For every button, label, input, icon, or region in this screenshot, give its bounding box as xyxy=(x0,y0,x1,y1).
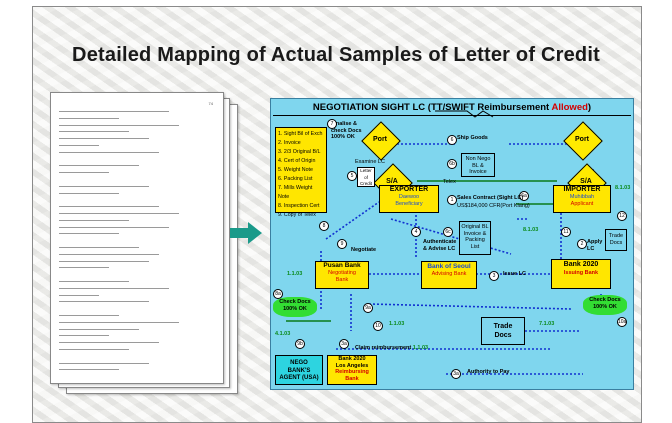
sales-contract-label: Sales Contract (Sight LC) xyxy=(457,195,524,201)
step-8-badge: 8 xyxy=(319,221,329,231)
authority-to-pay-label: Authority to Pay xyxy=(467,369,510,375)
telex-label: Telex xyxy=(443,179,456,185)
checklist-item: 3. 2/3 Original B/L xyxy=(278,149,321,155)
step-5-badge: 5 xyxy=(347,171,357,181)
step-10-badge: 10 xyxy=(373,321,383,331)
diagram-heading: NEGOTIATION SIGHT LC (TT/SWIFT Reimburse… xyxy=(312,102,592,113)
step-10a-badge: 10a xyxy=(617,317,627,327)
ship-goods-label: Ship Goods xyxy=(457,135,488,141)
negotiate-label: Negotiate xyxy=(351,247,377,253)
trade-docs-box: Trade Docs xyxy=(481,317,525,345)
issue-lc-label: Issue LC xyxy=(503,271,526,277)
claim-label: Claim reimbursement 1.1.03 xyxy=(355,345,429,351)
step-9b-badge: 9b xyxy=(295,339,305,349)
checklist-item: 4. Cert of Origin xyxy=(278,158,316,164)
ref-8-1-03-mid: 8.1.03 xyxy=(523,227,539,233)
page-number: 74 xyxy=(208,101,213,106)
step-8a-badge: 8a xyxy=(273,289,283,299)
finalise-label: Finalise & check Docs 100% OK xyxy=(331,121,362,140)
contract-value-label: US$184,000 CFR(Port Klang) xyxy=(457,203,530,209)
checklist-item: 2. Invoice xyxy=(278,140,301,146)
step-11-badge: 11 xyxy=(561,227,571,237)
nego-agent-box: NEGO BANK'S AGENT (USA) xyxy=(275,355,323,385)
check-docs-right-badge: Check Docs 100% OK xyxy=(583,295,627,315)
original-docs-box: Original BL Invoice & Packing List xyxy=(459,221,491,255)
step-7-badge: 7 xyxy=(327,119,337,129)
checklist-item: 8. Inspection Cert xyxy=(278,203,320,209)
step-3a-left-badge: 3a xyxy=(339,339,349,349)
ref-1-1-03-left: 1.1.03 xyxy=(287,271,303,277)
ref-8-1-03-top: 8.1.03 xyxy=(615,185,631,191)
ref-1-1-03-mid: 1.1.03 xyxy=(389,321,405,327)
step-6c-badge: 6c xyxy=(443,227,453,237)
step-12-badge: 12 xyxy=(617,211,627,221)
pusan-bank-box: Pusan Bank Negotiating Bank xyxy=(315,261,369,289)
port-right-label: Port xyxy=(575,136,589,143)
checklist-item: 5. Weight Note xyxy=(278,167,313,173)
lc-flow-diagram: NEGOTIATION SIGHT LC (TT/SWIFT Reimburse… xyxy=(270,98,634,390)
reimbursing-bank-box: Bank 2020 Los Angeles Reimbursing Bank xyxy=(327,355,377,385)
step-9a-badge: 9a xyxy=(363,303,373,313)
importer-box: IMPORTER Muhibbah Applicant xyxy=(553,185,611,213)
authenticate-label: Authenticate & Advise LC xyxy=(423,239,457,252)
step-6a-badge: 6a xyxy=(519,191,529,201)
checklist-item: 7. Mills Weight Note xyxy=(278,185,313,200)
step-3a-badge: 3a xyxy=(451,369,461,379)
document-page-front: 74 xyxy=(50,92,224,384)
checklist-item: 9. Copy of Telex xyxy=(278,212,316,218)
trade-docs-small-box: Trade Docs xyxy=(605,229,627,251)
exporter-box: EXPORTER Daewoo Beneficiary xyxy=(379,185,439,213)
bank-of-seoul-box: Bank of Seoul Advising Bank xyxy=(421,261,477,289)
checklist-item: 6. Packing List xyxy=(278,176,313,182)
step-3-badge: 3 xyxy=(489,271,499,281)
step-2-badge: 2 xyxy=(577,239,587,249)
documents-checklist: 1. Sight Bil of Exch 2. Invoice 3. 2/3 Ori… xyxy=(275,127,327,218)
port-left-label: Port xyxy=(373,136,387,143)
ref-4-1-03: 4.1.03 xyxy=(275,331,291,337)
step-6b-badge: 6b xyxy=(447,159,457,169)
step-6-badge: 6 xyxy=(447,135,457,145)
sa-left-label: S/A xyxy=(386,178,398,185)
letter-of-credit-box: Letter of Credit xyxy=(357,167,375,187)
check-docs-left-badge: Check Docs 100% OK xyxy=(273,297,317,317)
ref-7-1-03: 7.1.03 xyxy=(539,321,555,327)
apply-lc-label: Apply LC xyxy=(587,239,603,252)
step-4-badge: 4 xyxy=(411,227,421,237)
checklist-item: 1. Sight Bil of Exch xyxy=(278,131,323,137)
non-nego-docs-box: Non Nego BL & Invoice xyxy=(461,153,495,177)
step-1-badge: 1 xyxy=(447,195,457,205)
slide-title: Detailed Mapping of Actual Samples of Le… xyxy=(72,44,600,66)
sa-right-label: S/A xyxy=(580,178,592,185)
bank-2020-box: Bank 2020 Issuing Bank xyxy=(551,259,611,289)
step-9-badge: 9 xyxy=(337,239,347,249)
examine-lc-label: Examine LC xyxy=(355,159,385,165)
